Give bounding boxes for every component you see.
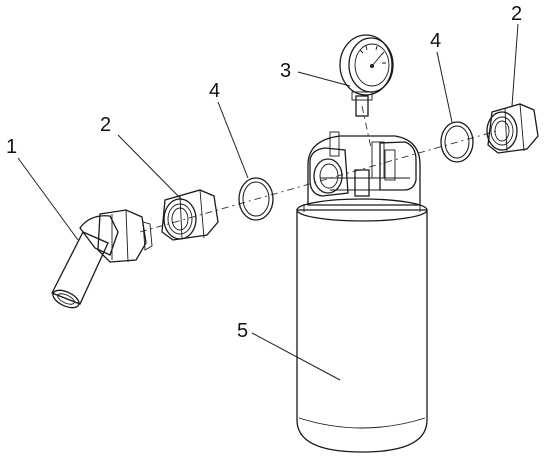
leader-lines	[17, 23, 519, 381]
center-axis-horizontal	[139, 129, 501, 233]
callout-2-right: 2	[511, 3, 522, 25]
part-3-pressure-gauge	[339, 34, 394, 117]
leader-4-left	[217, 101, 249, 179]
part-2-right-hex-nipple	[486, 103, 539, 154]
part-2-left-hex-nipple	[161, 189, 219, 241]
part-4-right-seal-ring	[440, 121, 474, 163]
leader-3	[297, 71, 351, 87]
leader-2-left	[117, 134, 183, 201]
part-1-angled-fitting	[51, 209, 153, 309]
callout-4-right: 4	[430, 30, 441, 52]
leader-5	[251, 332, 341, 381]
leader-4-right	[436, 51, 453, 123]
callout-1: 1	[6, 136, 17, 158]
callout-labels: 1 2 4 3 4 2 5	[6, 3, 522, 342]
leader-2-right	[511, 23, 519, 107]
callout-3: 3	[280, 60, 291, 82]
leader-1	[17, 157, 79, 241]
callout-5: 5	[237, 320, 248, 342]
part-5-filter-housing	[296, 131, 428, 453]
center-axis-vertical	[361, 105, 372, 149]
callout-2-left: 2	[100, 114, 111, 136]
callout-4-left: 4	[209, 80, 220, 102]
part-4-left-seal-ring	[238, 177, 274, 221]
